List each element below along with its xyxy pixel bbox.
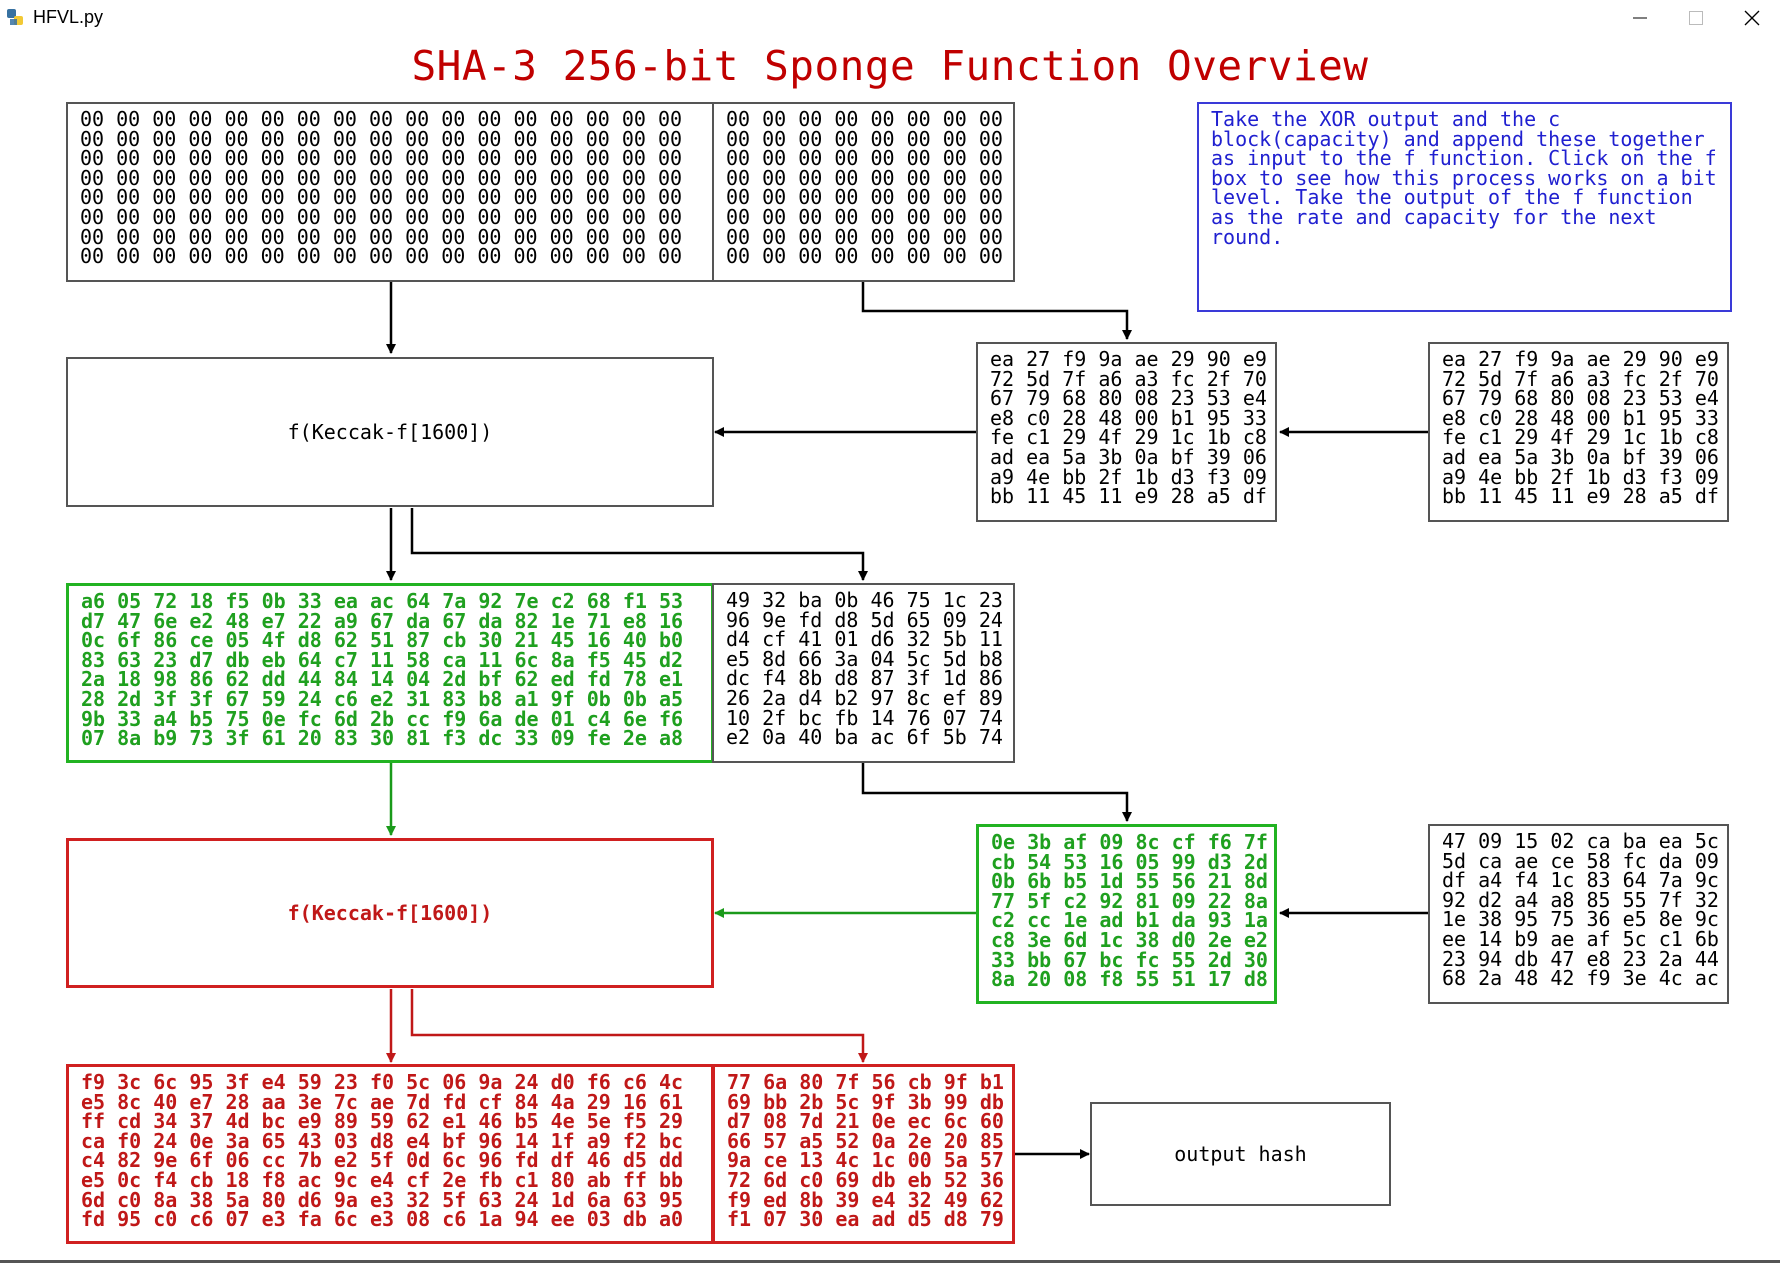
message-block-1: ea 27 f9 9a ae 29 90 e9 72 5d 7f a6 a3 f… <box>1428 342 1729 522</box>
bottom-border <box>0 1260 1780 1263</box>
xor-output-block-1: ea 27 f9 9a ae 29 90 e9 72 5d 7f a6 a3 f… <box>976 342 1277 522</box>
xor-output-block-1-values: ea 27 f9 9a ae 29 90 e9 72 5d 7f a6 a3 f… <box>990 347 1267 509</box>
maximize-icon <box>1689 11 1703 25</box>
instruction-text: Take the XOR output and the c block(capa… <box>1197 102 1732 312</box>
capacity-block-final-values: 77 6a 80 7f 56 cb 9f b1 69 bb 2b 5c 9f 3… <box>727 1070 1004 1232</box>
rate-block-round-2: a6 05 72 18 f5 0b 33 ea ac 64 7a 92 7e c… <box>66 583 714 763</box>
page-title: SHA-3 256-bit Sponge Function Overview <box>411 42 1369 90</box>
python-app-icon <box>7 9 23 25</box>
rate-block-initial-values: 00 00 00 00 00 00 00 00 00 00 00 00 00 0… <box>80 107 683 269</box>
capacity-block-final: 77 6a 80 7f 56 cb 9f b1 69 bb 2b 5c 9f 3… <box>712 1064 1015 1244</box>
close-icon <box>1744 10 1760 26</box>
message-block-2-values: 47 09 15 02 ca ba ea 5c 5d ca ae ce 58 f… <box>1442 829 1719 991</box>
f-function-label-1: f(Keccak-f[1600]) <box>287 420 493 444</box>
output-hash-box[interactable]: output hash <box>1090 1102 1391 1206</box>
minimize-button[interactable] <box>1612 0 1668 36</box>
minimize-icon <box>1633 17 1647 19</box>
arrow-f1-to-capacity2 <box>410 508 868 581</box>
xor-output-block-2-values: 0e 3b af 09 8c cf f6 7f cb 54 53 16 05 9… <box>991 830 1268 992</box>
close-button[interactable] <box>1724 0 1780 36</box>
message-block-1-values: ea 27 f9 9a ae 29 90 e9 72 5d 7f a6 a3 f… <box>1442 347 1719 509</box>
rate-block-final: f9 3c 6c 95 3f e4 59 23 f0 5c 06 9a 24 d… <box>66 1064 714 1244</box>
rate-block-initial: 00 00 00 00 00 00 00 00 00 00 00 00 00 0… <box>66 102 714 282</box>
capacity-block-initial: 00 00 00 00 00 00 00 00 00 00 00 00 00 0… <box>712 102 1015 282</box>
capacity-block-initial-values: 00 00 00 00 00 00 00 00 00 00 00 00 00 0… <box>726 107 1003 269</box>
arrow-capacity-to-xor1 <box>861 282 1132 340</box>
output-hash-label: output hash <box>1174 1142 1307 1166</box>
rate-block-round-2-values: a6 05 72 18 f5 0b 33 ea ac 64 7a 92 7e c… <box>81 589 684 751</box>
rate-block-final-values: f9 3c 6c 95 3f e4 59 23 f0 5c 06 9a 24 d… <box>81 1070 684 1232</box>
arrow-f2-to-capacity-final <box>410 989 868 1063</box>
xor-output-block-2: 0e 3b af 09 8c cf f6 7f cb 54 53 16 05 9… <box>976 824 1277 1004</box>
message-block-2: 47 09 15 02 ca ba ea 5c 5d ca ae ce 58 f… <box>1428 824 1729 1004</box>
window-titlebar: HFVL.py <box>0 0 1780 36</box>
arrow-capacity2-to-xor2 <box>861 763 1132 822</box>
capacity-block-round-2-values: 49 32 ba 0b 46 75 1c 23 96 9e fd d8 5d 6… <box>726 588 1003 750</box>
f-function-label-2: f(Keccak-f[1600]) <box>287 901 493 925</box>
f-function-box-1[interactable]: f(Keccak-f[1600]) <box>66 357 714 507</box>
maximize-button[interactable] <box>1668 0 1724 36</box>
window-title: HFVL.py <box>33 7 104 27</box>
f-function-box-2[interactable]: f(Keccak-f[1600]) <box>66 838 714 988</box>
capacity-block-round-2: 49 32 ba 0b 46 75 1c 23 96 9e fd d8 5d 6… <box>712 583 1015 763</box>
